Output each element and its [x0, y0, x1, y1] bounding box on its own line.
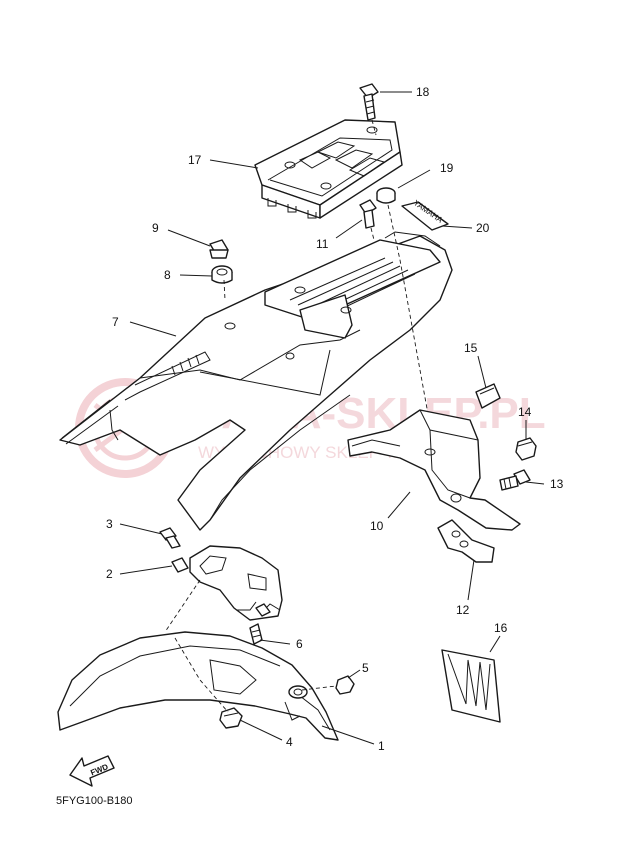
part-plate-16 [441, 649, 501, 723]
part-rear-fender [59, 231, 453, 531]
part-cap-5 [335, 675, 355, 695]
part-decal-20: YAMAHA [401, 198, 449, 231]
assembly-lines [164, 279, 337, 713]
callout-10: 10 [370, 519, 384, 533]
callout-8: 8 [164, 268, 171, 282]
callout-19: 19 [440, 161, 454, 175]
part-bolt-6 [249, 623, 263, 645]
part-bolt-18 [359, 83, 379, 136]
part-bolt-3 [159, 527, 181, 549]
part-rear-carrier [254, 119, 403, 219]
part-fender-bracket [171, 545, 283, 621]
part-reflector-15 [475, 383, 501, 409]
callout-2: 2 [106, 567, 113, 581]
fwd-arrow: FWD [69, 755, 115, 787]
callout-12: 12 [456, 603, 470, 617]
callout-17: 17 [188, 153, 202, 167]
part-license-bracket [347, 409, 521, 531]
callout-11: 11 [316, 237, 329, 251]
part-grommet-8 [211, 265, 233, 284]
callout-7: 7 [112, 315, 119, 329]
diagram-code: 5FYG100-B180 [56, 795, 132, 807]
callout-6: 6 [296, 637, 303, 651]
part-nut-14 [515, 437, 537, 461]
callout-15: 15 [464, 341, 478, 355]
callout-labels: 18 17 19 20 11 9 8 7 15 14 13 10 12 16 3… [106, 85, 564, 753]
part-bolt-13 [499, 469, 531, 491]
callout-9: 9 [152, 221, 159, 235]
part-bolt-9 [209, 239, 229, 259]
part-nut-4 [219, 707, 243, 729]
callout-3: 3 [106, 517, 113, 531]
callout-4: 4 [286, 735, 293, 749]
callout-20: 20 [476, 221, 490, 235]
callout-14: 14 [518, 405, 532, 419]
callout-18: 18 [416, 85, 430, 99]
callout-5: 5 [362, 661, 369, 675]
callout-13: 13 [550, 477, 564, 491]
part-grommet-19 [376, 187, 441, 481]
part-front-fender [57, 631, 339, 741]
part-bracket-12 [437, 519, 495, 563]
leader-lines [119, 91, 545, 745]
part-bolt-11 [359, 199, 377, 241]
callout-16: 16 [494, 621, 508, 635]
callout-1: 1 [378, 739, 385, 753]
